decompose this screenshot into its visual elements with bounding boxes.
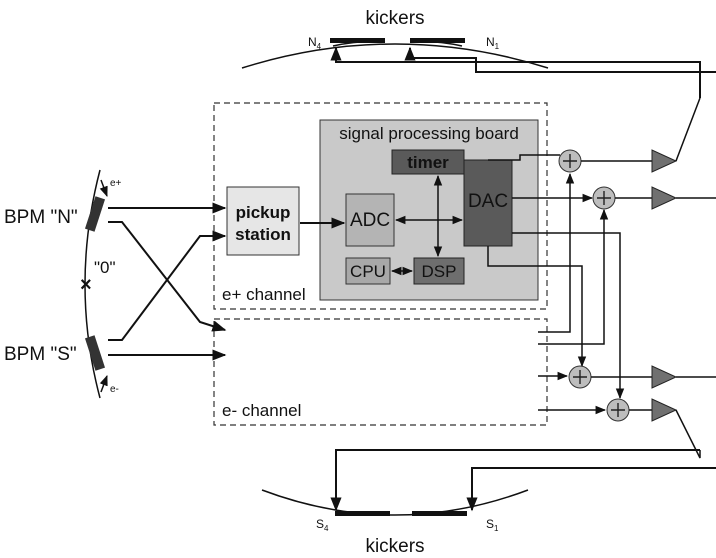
zero-label: "0"	[94, 258, 116, 277]
dac-label: DAC	[468, 191, 508, 212]
kicker-plate-n1	[410, 38, 465, 43]
bpm-n-electrode	[84, 196, 106, 232]
eplus-direction-arrow	[99, 179, 108, 197]
eminus-channel-box	[213, 318, 548, 426]
dac-out-3	[512, 232, 625, 400]
cpu-block	[345, 257, 391, 285]
dac-out-4	[487, 246, 587, 368]
kicker-plate-n4-outline	[332, 40, 386, 47]
amplifier-3	[651, 365, 678, 389]
kicker-plate-n1-outline	[409, 40, 463, 47]
amp1-out	[675, 97, 701, 162]
eminus-label: e-	[110, 384, 119, 395]
bottom-kicker-arc	[261, 489, 529, 516]
cpu-label: CPU	[350, 262, 386, 281]
amp4-out	[675, 409, 701, 459]
wire-to-kicker-n4	[330, 46, 701, 98]
adc-block	[345, 193, 395, 247]
top-kickers-label: kickers	[365, 8, 424, 29]
interaction-point-mark: ×	[80, 274, 92, 296]
bpm-n-label: BPM "N"	[4, 207, 78, 228]
bpm-s-label: BPM "S"	[4, 344, 77, 365]
eplus-label: e+	[110, 178, 122, 189]
amplifier-1	[651, 149, 678, 173]
pickup-station-block	[226, 186, 300, 256]
beam-orbit-arc	[84, 169, 101, 399]
eplus-channel-label: e+ channel	[222, 285, 306, 304]
bottom-kickers-label: kickers	[365, 536, 424, 557]
eminus-direction-arrow	[99, 375, 108, 393]
sum-junction-2	[592, 186, 616, 210]
board-title: signal processing board	[339, 124, 519, 143]
kicker-plate-s4	[335, 511, 390, 516]
eminus-channel-label: e- channel	[222, 401, 301, 420]
bpm-s-electrode	[84, 335, 106, 371]
wire-to-kicker-s4	[330, 449, 700, 512]
sum-junction-1	[558, 149, 582, 173]
adc-label: ADC	[350, 210, 390, 231]
kicker-plate-s1	[412, 511, 467, 516]
amplifier-4	[651, 398, 678, 422]
label-s4: S4	[316, 517, 329, 533]
dsp-label: DSP	[422, 262, 457, 281]
wire-to-kicker-s1	[466, 467, 716, 512]
dac-out-1	[488, 154, 560, 161]
dsp-block	[413, 257, 465, 285]
label-s1: S1	[486, 517, 499, 533]
eminus-out-2	[538, 208, 609, 345]
bpm-n-to-eminus	[108, 221, 227, 332]
kicker-plate-n4	[330, 38, 385, 43]
pickup-label-2: station	[235, 225, 291, 244]
top-kicker-arc	[241, 43, 549, 69]
timer-label: timer	[407, 153, 449, 172]
sum-junction-4	[606, 398, 630, 422]
sum-junction-3	[568, 365, 592, 389]
label-n4: N4	[308, 35, 322, 51]
amplifier-2	[651, 186, 678, 210]
pickup-label-1: pickup	[236, 203, 291, 222]
label-n1: N1	[486, 35, 500, 51]
bpm-s-to-pickup	[108, 230, 227, 341]
wire-to-kicker-n1	[404, 46, 716, 73]
eminus-out-1	[538, 172, 575, 333]
